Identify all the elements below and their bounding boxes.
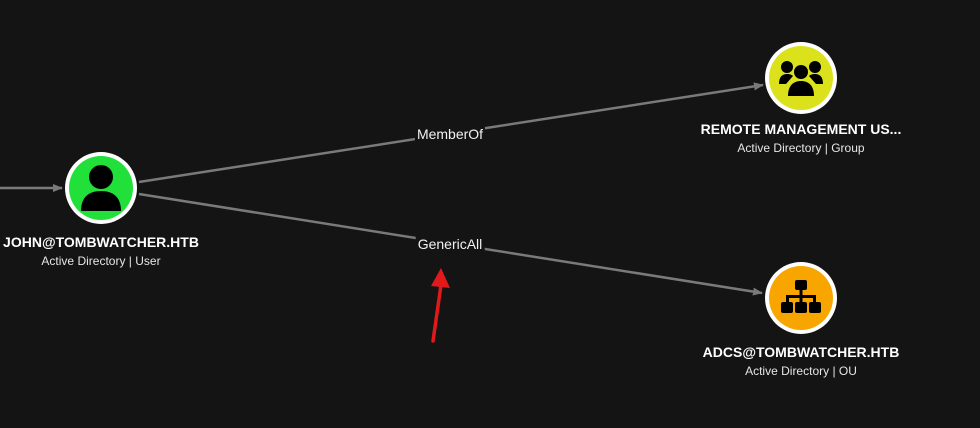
annotation-arrow xyxy=(431,268,450,343)
node-john[interactable] xyxy=(65,152,137,224)
edge-label-memberof[interactable]: MemberOf xyxy=(414,126,486,142)
edge-label-genericall[interactable]: GenericAll xyxy=(415,236,485,252)
node-remote-management-users[interactable] xyxy=(765,42,837,114)
node-adcs[interactable] xyxy=(765,262,837,334)
node-adcs-subtitle: Active Directory | OU xyxy=(745,364,857,378)
node-adcs-title: ADCS@TOMBWATCHER.HTB xyxy=(702,344,900,360)
node-rmu-title: REMOTE MANAGEMENT US... xyxy=(700,121,902,137)
ou-icon xyxy=(781,280,821,313)
user-icon xyxy=(81,165,121,211)
node-john-subtitle: Active Directory | User xyxy=(41,254,161,268)
group-icon xyxy=(779,61,823,96)
node-rmu-subtitle: Active Directory | Group xyxy=(737,141,865,155)
node-john-title: JOHN@TOMBWATCHER.HTB xyxy=(3,234,199,250)
